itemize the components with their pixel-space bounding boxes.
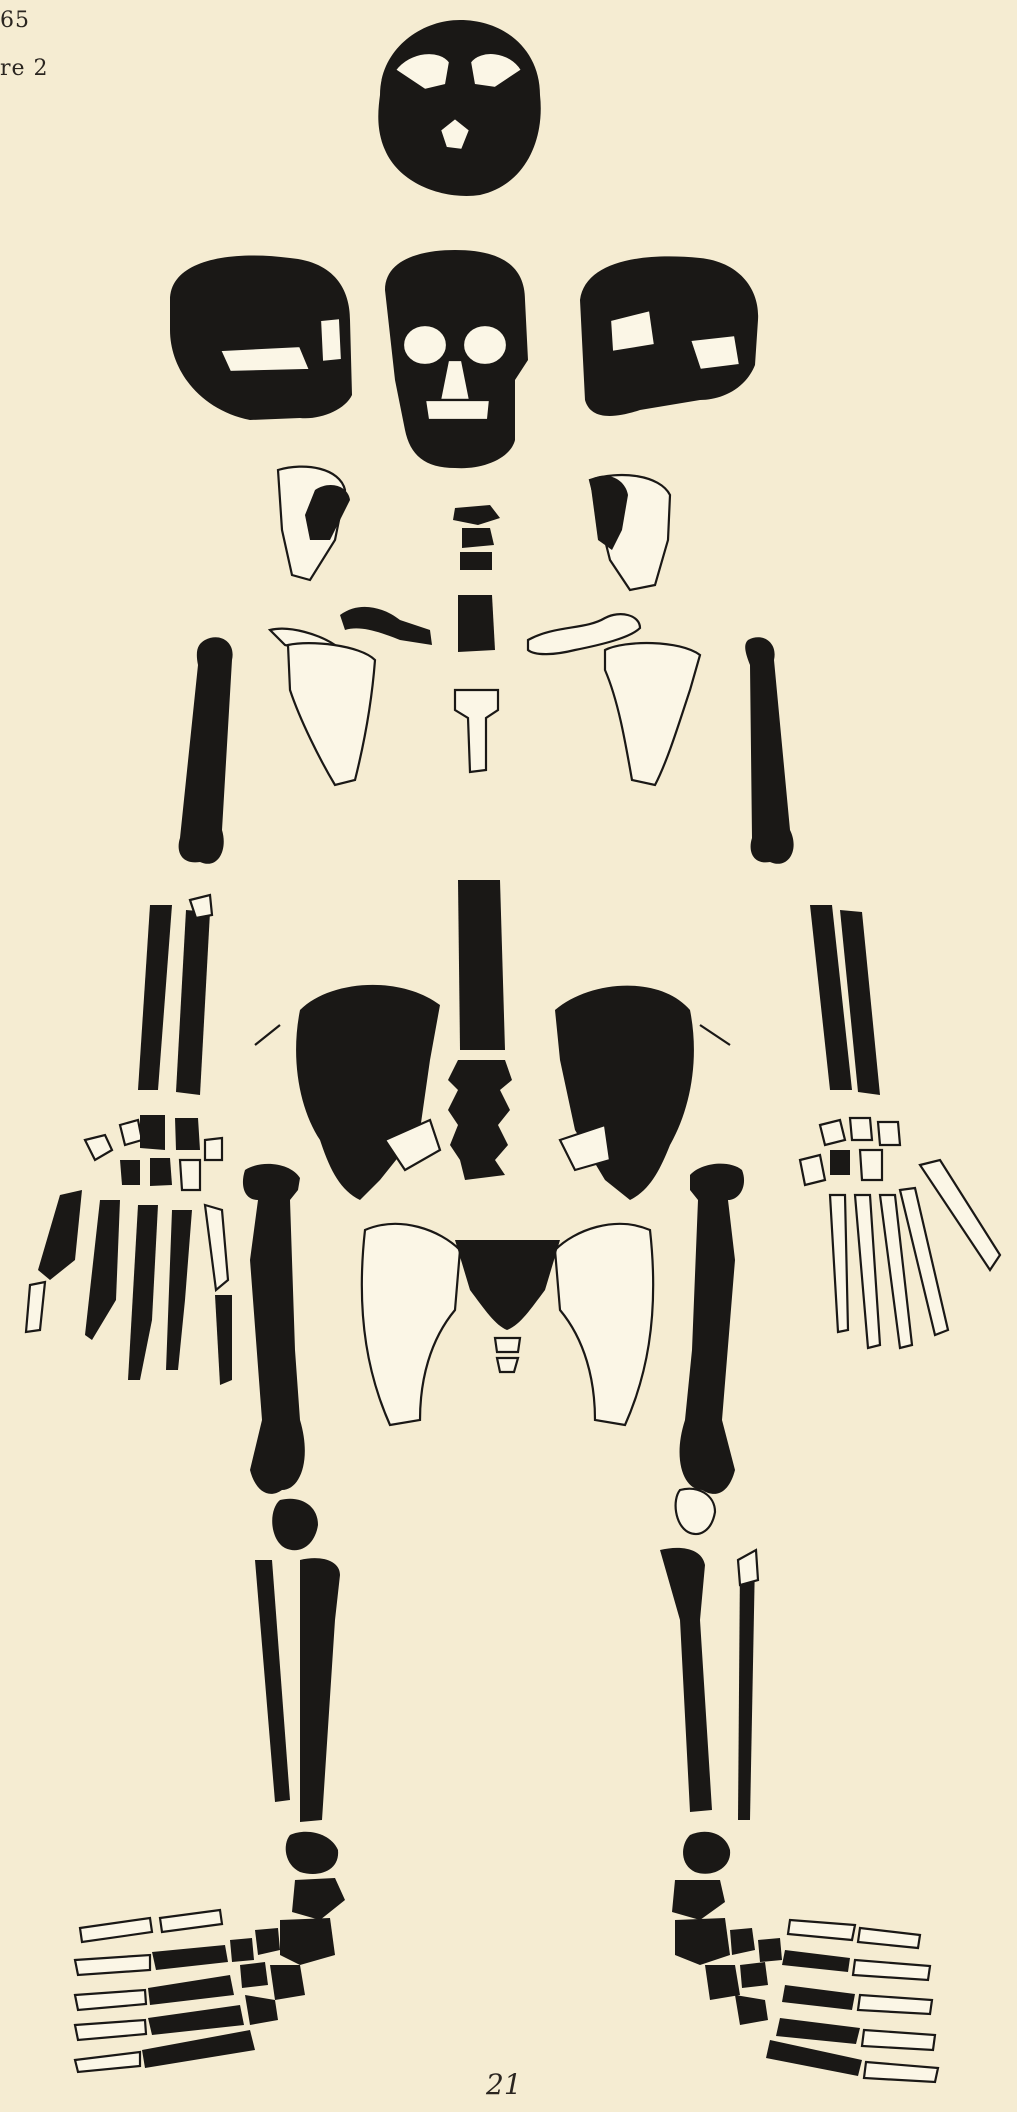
skull-basal-view	[378, 20, 540, 196]
tarsal-right	[672, 1832, 730, 1920]
shank-right	[660, 1548, 758, 1820]
sternum	[455, 690, 498, 772]
femur-right	[680, 1164, 745, 1494]
patella-right	[676, 1489, 715, 1534]
femur-left	[243, 1164, 305, 1494]
foot-left	[75, 1910, 335, 2072]
clavicle-left	[340, 607, 432, 645]
thoracic-spine	[458, 880, 505, 1050]
shank-left	[255, 1558, 340, 1822]
cervical-vertebrae	[453, 505, 500, 570]
patella-left	[272, 1499, 318, 1551]
hand-right	[800, 1118, 1000, 1348]
ilium-left	[296, 985, 440, 1200]
hand-left	[26, 1115, 232, 1385]
scapula-right	[605, 643, 700, 785]
scapula-left	[288, 643, 375, 785]
scapula-fragment-left	[278, 467, 350, 580]
thoracic-vertebra	[458, 595, 495, 652]
skull-left-lateral	[170, 255, 352, 420]
skull-frontal	[385, 250, 528, 468]
pelvis-hairline-left	[255, 1025, 280, 1045]
lumbar-vertebrae	[448, 1060, 512, 1180]
pelvis-outline	[362, 1224, 653, 1425]
tarsal-left	[286, 1832, 345, 1920]
humerus-right	[745, 637, 793, 864]
forearm-left	[138, 895, 212, 1095]
scapula-fragment-right	[590, 475, 670, 590]
pelvis-hairline-right	[700, 1025, 730, 1045]
humerus-left	[179, 637, 233, 864]
foot-right	[675, 1918, 938, 2082]
forearm-right	[810, 905, 880, 1095]
skull-right-lateral	[580, 256, 758, 416]
ilium-right	[555, 986, 694, 1200]
